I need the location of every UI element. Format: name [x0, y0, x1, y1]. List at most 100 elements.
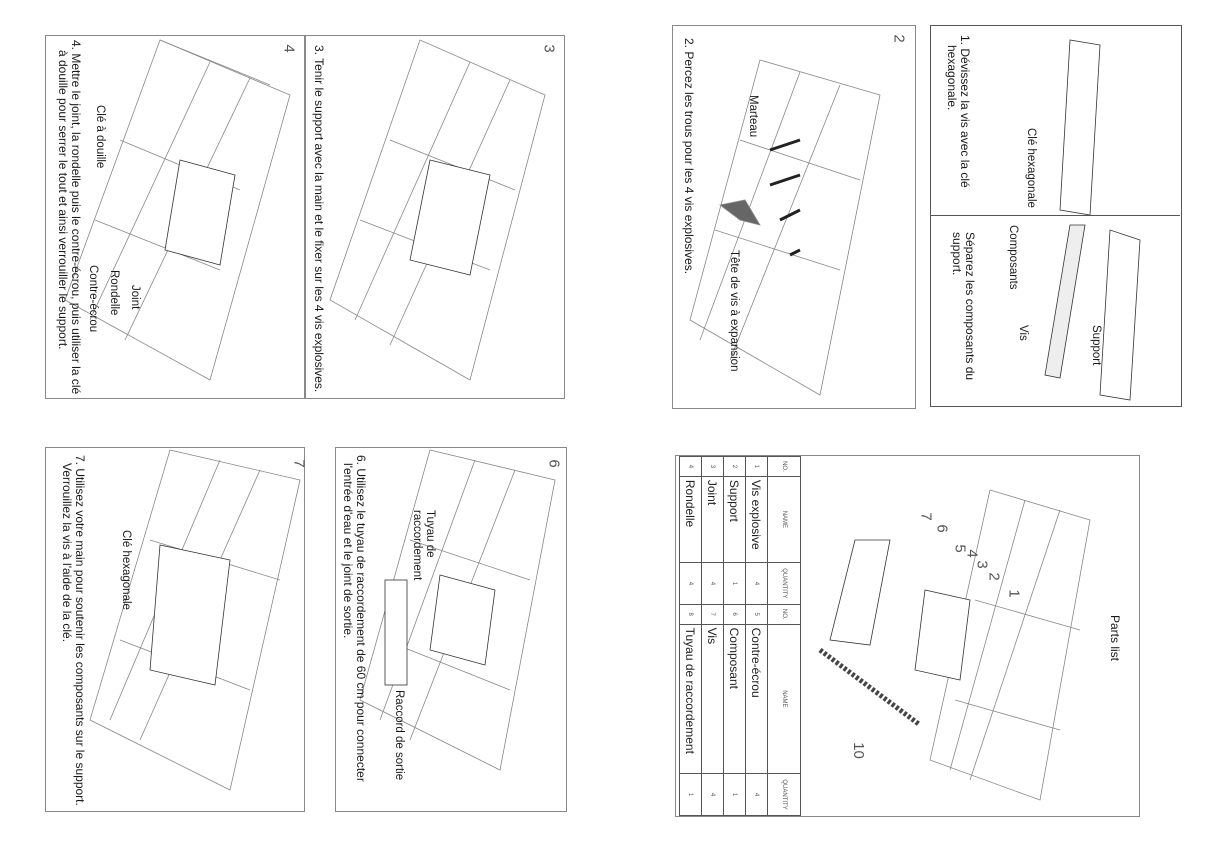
shower-head-drawing	[1059, 39, 1101, 216]
callout-2: 2	[985, 572, 1003, 581]
step3-panel	[305, 35, 565, 399]
step6-caption: 6. Utilisez le tuyau de raccordement de …	[341, 455, 368, 782]
label-support: Support	[1090, 325, 1102, 366]
cell-no: 6	[723, 604, 746, 625]
cell-qty: 4	[745, 562, 768, 605]
parts-list-title: Parts list	[1108, 615, 1122, 662]
arrow-drawing	[719, 199, 761, 226]
label-washer: Rondelle	[108, 270, 120, 316]
callout-5: 5	[951, 544, 969, 553]
callout-3: 3	[973, 560, 991, 569]
cell-qty: 1	[723, 773, 746, 816]
label-outlet: Raccord de sortie	[393, 690, 405, 781]
caption-line: 6. Utilisez le tuyau de raccordement de …	[354, 455, 368, 782]
step2-caption: 2. Percez les trous pour les 4 vis explo…	[682, 38, 696, 275]
caption-line: support.	[950, 232, 964, 276]
table-header: NO. NAME QUANTITY NO. NAME QUANTITY	[767, 456, 801, 816]
support-drawing-parts	[914, 589, 971, 681]
header-name: NAME	[767, 624, 801, 774]
cell-no: 3	[701, 456, 724, 477]
cell-name: Joint	[701, 476, 724, 563]
wall-drawing-step4	[64, 39, 291, 381]
label-joint: Joint	[129, 285, 141, 310]
cell-qty: 4	[701, 773, 724, 816]
cell-name: Vis	[701, 624, 724, 774]
step4-caption: 4. Mettre le joint, la rondelle puis le …	[56, 40, 83, 394]
wall-drawing-step7	[89, 449, 301, 791]
label-screw-head: Tête de vis à expansion	[728, 250, 740, 372]
step3-caption: 3. Tenir le support avec la main et le f…	[312, 45, 326, 393]
wall-drawing-parts	[929, 489, 1091, 801]
step2-panel	[672, 25, 916, 409]
panel-drawing-step7	[149, 544, 231, 686]
cell-qty: 1	[679, 773, 702, 816]
wall-drawing-step6	[359, 449, 556, 771]
callout-10: 10	[849, 742, 867, 759]
step-number-2: 2	[890, 34, 908, 43]
outlet-drawing	[384, 579, 408, 686]
step7-caption: 7. Utilisez votre main pour soutenir les…	[60, 455, 87, 806]
step-number-7: 7	[290, 459, 308, 468]
callout-7: 7	[917, 512, 935, 521]
cell-name: Rondelle	[679, 476, 702, 563]
cell-qty: 4	[679, 562, 702, 605]
wall-drawing-step2	[689, 59, 881, 396]
header-no: NO.	[767, 604, 801, 625]
caption-line: Séparez les composants du	[963, 232, 977, 381]
header-quantity: QUANTITY	[767, 562, 801, 605]
caption-line: Verrouillez la vis à l'aide de la clé.	[60, 463, 74, 643]
label-hex-key: Clé hexagonale	[1025, 128, 1037, 208]
caption-line: 1. Dévissez la vis avec la clé	[958, 35, 972, 188]
step6-panel	[335, 447, 567, 812]
panel-drawing-parts	[829, 539, 891, 646]
cell-qty: 4	[701, 562, 724, 605]
step7-panel	[45, 447, 305, 812]
label-nut: Contre-écrou	[87, 265, 99, 333]
step1-panel	[930, 25, 1182, 407]
cell-name: Contre-écrou	[745, 624, 768, 774]
cell-name: Composant	[723, 624, 746, 774]
label-socket-wrench: Clé à douille	[94, 105, 106, 169]
callout-6: 6	[933, 524, 951, 533]
cell-no: 5	[745, 604, 768, 625]
grid-plate-drawing	[1044, 224, 1086, 379]
label-line: raccordement	[411, 510, 423, 581]
support-drawing-step3	[409, 159, 491, 276]
caption-line: l'entrée d'eau et le joint de sortie.	[341, 463, 355, 639]
cell-no: 2	[723, 456, 746, 477]
label-hammer: Marteau	[747, 95, 759, 138]
label-hex-key: Clé hexagonale	[120, 530, 132, 610]
wall-drawing-step3	[329, 39, 546, 381]
step1-divider	[930, 215, 1180, 216]
cell-qty: 1	[723, 562, 746, 605]
label-components: Composants	[1007, 225, 1019, 290]
label-line: Tuyau de	[424, 510, 436, 558]
caption-line: à douille pour serrer le tout et ainsi v…	[56, 50, 70, 350]
step4-panel	[45, 35, 305, 399]
cell-no: 4	[679, 456, 702, 477]
parts-list-panel	[675, 455, 1140, 817]
cell-no: 8	[679, 604, 702, 625]
callout-1: 1	[1005, 589, 1023, 598]
cell-qty: 4	[745, 773, 768, 816]
step-number-6: 6	[545, 459, 563, 468]
step-number-4: 4	[280, 44, 298, 53]
header-no: NO.	[767, 456, 801, 477]
support-exploded-drawing	[1099, 229, 1141, 401]
label-screws: Vis	[1017, 325, 1029, 341]
cell-name: Tuyau de raccordement	[679, 624, 702, 774]
cell-name: Support	[723, 476, 746, 563]
header-name: NAME	[767, 476, 801, 563]
cell-name: Vis explosive	[745, 476, 768, 563]
support-drawing-step4	[164, 159, 236, 266]
cell-no: 1	[745, 456, 768, 477]
header-quantity: QUANTITY	[767, 773, 801, 816]
